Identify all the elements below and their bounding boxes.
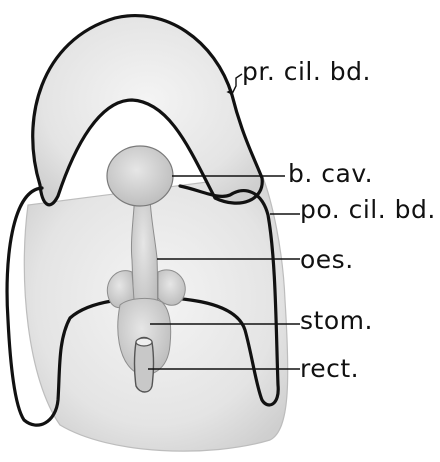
leader-prototroch (228, 74, 242, 94)
buccal-cavity (107, 146, 173, 206)
label-stomach: stom. (300, 306, 373, 335)
label-rectum: rect. (300, 354, 359, 383)
label-oesophagus: oes. (300, 245, 354, 274)
label-prototroch: pr. cil. bd. (242, 57, 371, 86)
rectum-opening (136, 338, 152, 346)
label-posttroch: po. cil. bd. (300, 195, 436, 224)
label-buccal-cavity: b. cav. (288, 159, 373, 188)
